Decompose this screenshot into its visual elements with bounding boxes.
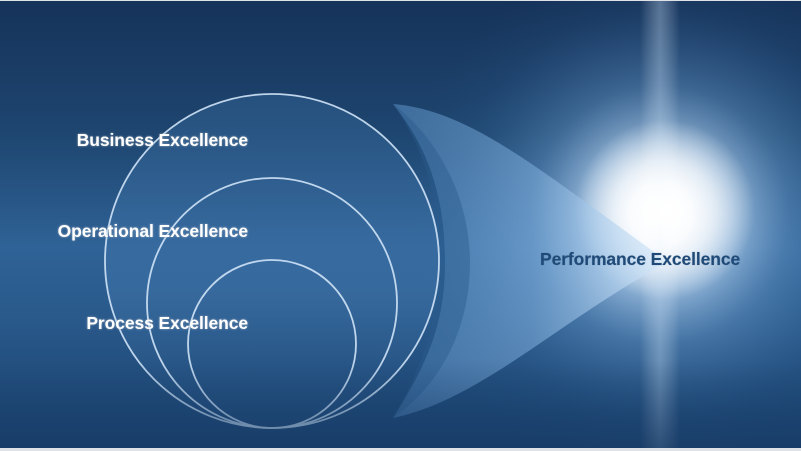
label-operational-excellence: Operational Excellence: [57, 221, 248, 241]
label-business-excellence: Business Excellence: [76, 130, 248, 150]
funnel-shape: [393, 104, 668, 418]
bottom-shade: [0, 360, 801, 448]
label-process-excellence: Process Excellence: [86, 313, 248, 333]
bottom-border: [0, 448, 801, 451]
funnel-crescent: [393, 104, 470, 418]
label-performance-excellence: Performance Excellence: [540, 249, 741, 269]
